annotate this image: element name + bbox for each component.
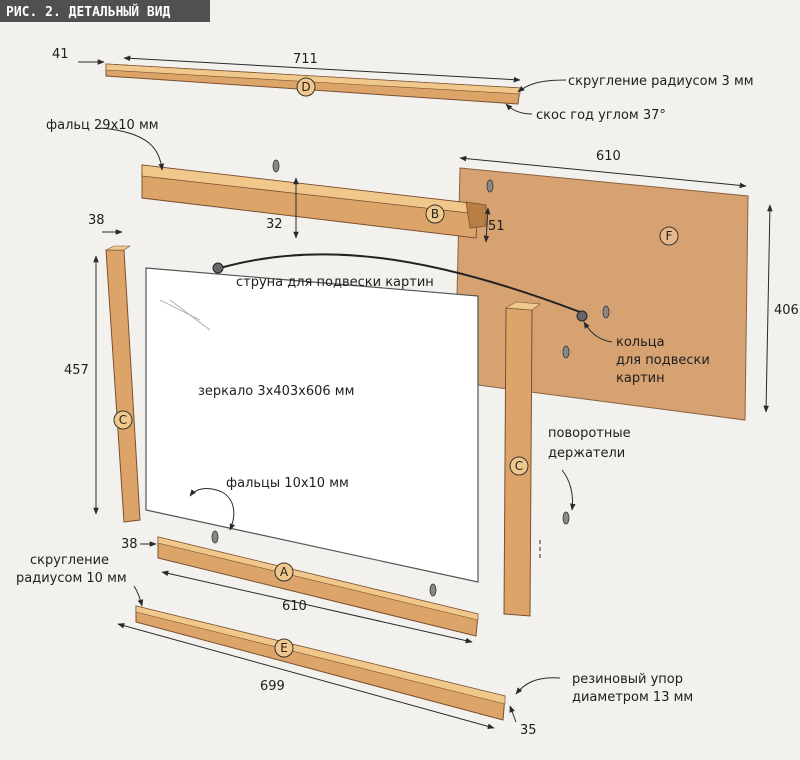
callout-a: A — [274, 562, 294, 582]
dim-610-bottom: 610 — [282, 599, 307, 614]
label-bumper-line2: диаметром 13 мм — [572, 690, 693, 705]
label-bevel-37: скос год углом 37° — [536, 108, 666, 123]
label-rings-line2: для подвески — [616, 353, 710, 368]
top-rail-b — [141, 164, 487, 239]
part-callouts: D B F C C A E — [113, 77, 679, 658]
figure-title: РИС. 2. ДЕТАЛЬНЫЙ ВИД — [6, 4, 171, 20]
svg-text:D: D — [301, 80, 310, 94]
dim-711: 711 — [293, 52, 318, 67]
label-round-3mm: скругление радиусом 3 мм — [568, 74, 754, 89]
dim-32: 32 — [266, 217, 283, 232]
label-rabbets-10x10: фальцы 10x10 мм — [226, 476, 349, 491]
mirror — [145, 267, 479, 583]
svg-text:E: E — [280, 641, 288, 655]
dim-51: 51 — [488, 219, 505, 234]
svg-text:C: C — [515, 459, 523, 473]
label-rings-line1: кольца — [616, 335, 665, 350]
callout-c-left: C — [113, 410, 133, 430]
label-rings-line3: картин — [616, 371, 665, 386]
dim-38-top: 38 — [88, 213, 105, 228]
label-round-10mm-line2: радиусом 10 мм — [16, 571, 127, 586]
back-panel-f — [454, 167, 749, 421]
label-hanging-wire: струна для подвески картин — [236, 275, 434, 290]
callout-e: E — [274, 638, 294, 658]
dim-406: 406 — [774, 303, 799, 318]
hanging-wire — [212, 253, 588, 322]
dim-457: 457 — [64, 363, 89, 378]
hanging-ring-right — [576, 310, 588, 322]
label-turn-buttons-line2: держатели — [548, 446, 625, 461]
dim-41: 41 — [52, 47, 69, 62]
hanging-ring-left — [212, 262, 224, 274]
svg-text:A: A — [280, 565, 289, 579]
dim-38-bottom: 38 — [121, 537, 138, 552]
svg-text:F: F — [666, 229, 673, 243]
callout-c-right: C — [509, 456, 529, 476]
label-turn-buttons-line1: поворотные — [548, 426, 631, 441]
label-round-10mm-line1: скругление — [30, 553, 109, 568]
label-bumper-line1: резиновый упор — [572, 672, 683, 687]
dim-699: 699 — [260, 679, 285, 694]
dim-35: 35 — [520, 723, 537, 738]
svg-text:B: B — [431, 207, 439, 221]
dimension-values: 41 711 32 51 610 406 38 457 38 610 699 3… — [52, 47, 799, 738]
dimension-lines — [78, 55, 773, 730]
left-stile-c — [105, 245, 141, 523]
label-mirror: зеркало 3x403x606 мм — [198, 384, 354, 399]
dim-610-top: 610 — [596, 149, 621, 164]
label-rabbet-29x10: фальц 29x10 мм — [46, 118, 159, 133]
title-plate: РИС. 2. ДЕТАЛЬНЫЙ ВИД — [0, 0, 210, 22]
annotations: скругление радиусом 3 мм скос год углом … — [16, 74, 754, 705]
svg-text:C: C — [119, 413, 127, 427]
callout-b: B — [425, 204, 445, 224]
callout-d: D — [296, 77, 316, 97]
callout-f: F — [659, 226, 679, 246]
